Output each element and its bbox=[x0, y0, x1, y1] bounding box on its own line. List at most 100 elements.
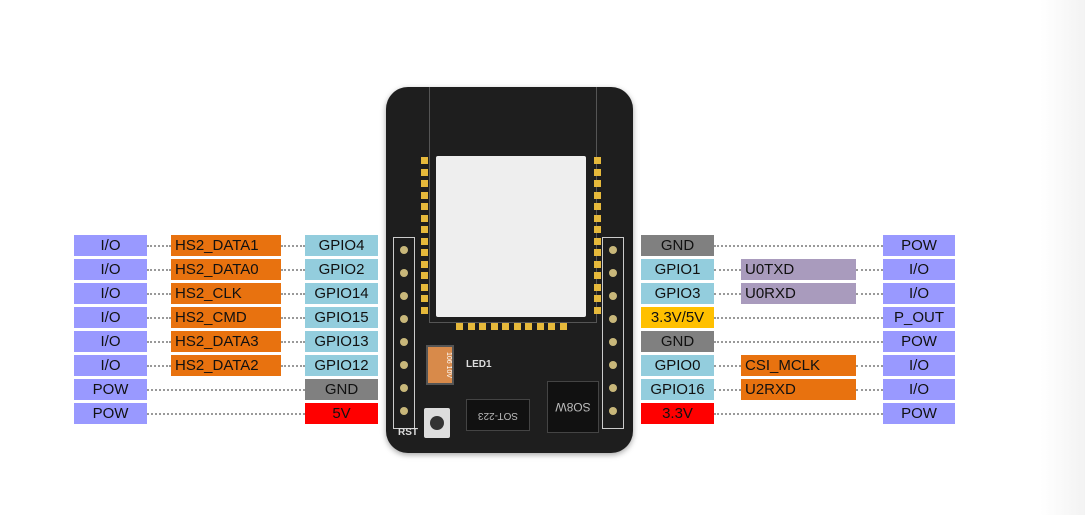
solder-pad bbox=[513, 323, 521, 330]
solder-pad bbox=[594, 237, 601, 245]
solder-pad bbox=[490, 323, 498, 330]
header-pin bbox=[400, 269, 408, 277]
solder-pad bbox=[421, 249, 428, 256]
solder-pad bbox=[421, 168, 428, 176]
function-label: HS2_DATA2 bbox=[171, 355, 281, 376]
connector-line bbox=[714, 269, 741, 271]
reset-button[interactable] bbox=[424, 408, 450, 438]
connector-line bbox=[714, 413, 883, 415]
solder-pad bbox=[421, 191, 428, 199]
capacitor: 106 10V bbox=[426, 345, 454, 385]
solder-pad bbox=[594, 168, 601, 176]
pin-name-label: GPIO4 bbox=[305, 235, 378, 256]
solder-pad bbox=[421, 295, 428, 302]
connector-line bbox=[147, 293, 171, 295]
header-pin bbox=[400, 338, 408, 346]
flash-chip: SO8W bbox=[547, 381, 599, 433]
pin-name-label: GND bbox=[305, 379, 378, 400]
pin-name-label: GPIO0 bbox=[641, 355, 714, 376]
solder-pad bbox=[421, 226, 428, 233]
header-pin bbox=[609, 315, 617, 323]
connector-line bbox=[281, 341, 305, 343]
rst-label: RST bbox=[398, 427, 418, 438]
pin-name-label: GPIO16 bbox=[641, 379, 714, 400]
pin-name-label: GPIO12 bbox=[305, 355, 378, 376]
pin-name-label: GND bbox=[641, 235, 714, 256]
connector-line bbox=[281, 317, 305, 319]
solder-pad bbox=[594, 306, 601, 314]
pin-type-label: POW bbox=[74, 379, 147, 400]
function-label: U0RXD bbox=[741, 283, 856, 304]
solder-pad bbox=[421, 203, 428, 210]
connector-line bbox=[714, 341, 883, 343]
pin-name-label: 3.3V/5V bbox=[641, 307, 714, 328]
solder-pad bbox=[421, 306, 428, 314]
function-label: U2RXD bbox=[741, 379, 856, 400]
module-shield bbox=[436, 156, 586, 317]
solder-pad bbox=[421, 237, 428, 245]
header-pin bbox=[609, 246, 617, 254]
pin-type-label: I/O bbox=[883, 355, 955, 376]
header-pin bbox=[609, 269, 617, 277]
solder-pad bbox=[421, 180, 428, 187]
connector-line bbox=[147, 389, 305, 391]
function-label: HS2_DATA1 bbox=[171, 235, 281, 256]
regulator-chip: SOT-223 bbox=[466, 399, 530, 431]
pin-name-label: GPIO3 bbox=[641, 283, 714, 304]
background-edge bbox=[1040, 0, 1085, 515]
connector-line bbox=[147, 341, 171, 343]
connector-line bbox=[281, 293, 305, 295]
solder-pad bbox=[421, 272, 428, 279]
header-pin bbox=[609, 292, 617, 300]
pin-type-label: I/O bbox=[883, 259, 955, 280]
solder-pad bbox=[548, 323, 555, 330]
connector-line bbox=[714, 245, 883, 247]
connector-line bbox=[147, 269, 171, 271]
connector-line bbox=[856, 269, 883, 271]
pin-name-label: GPIO2 bbox=[305, 259, 378, 280]
function-label: CSI_MCLK bbox=[741, 355, 856, 376]
solder-pad bbox=[594, 214, 601, 222]
pin-name-label: GPIO15 bbox=[305, 307, 378, 328]
pin-type-label: POW bbox=[883, 403, 955, 424]
pin-type-label: POW bbox=[74, 403, 147, 424]
header-pin bbox=[400, 292, 408, 300]
function-label: HS2_CMD bbox=[171, 307, 281, 328]
pin-type-label: I/O bbox=[74, 283, 147, 304]
function-label: U0TXD bbox=[741, 259, 856, 280]
header-pin bbox=[400, 407, 408, 415]
connector-line bbox=[714, 389, 741, 391]
header-pin bbox=[609, 407, 617, 415]
solder-pad bbox=[594, 272, 601, 279]
header-pin bbox=[609, 338, 617, 346]
function-label: HS2_DATA3 bbox=[171, 331, 281, 352]
pin-type-label: I/O bbox=[74, 235, 147, 256]
connector-line bbox=[147, 245, 171, 247]
header-pin bbox=[609, 361, 617, 369]
pin-name-label: 3.3V bbox=[641, 403, 714, 424]
pin-name-label: GPIO13 bbox=[305, 331, 378, 352]
esp32-cam-board: 106 10V LED1 SOT-223 SO8W RST bbox=[386, 87, 633, 453]
header-pin bbox=[609, 384, 617, 392]
header-pin bbox=[400, 315, 408, 323]
solder-pad bbox=[594, 191, 601, 199]
connector-line bbox=[714, 293, 741, 295]
solder-pad bbox=[502, 323, 509, 330]
solder-pad bbox=[559, 323, 567, 330]
connector-line bbox=[147, 365, 171, 367]
solder-pad bbox=[421, 283, 428, 291]
connector-line bbox=[147, 317, 171, 319]
solder-pad bbox=[594, 180, 601, 187]
pin-type-label: POW bbox=[883, 331, 955, 352]
solder-pad bbox=[456, 323, 463, 330]
pin-type-label: I/O bbox=[74, 355, 147, 376]
solder-pad bbox=[421, 157, 428, 164]
pin-type-label: POW bbox=[883, 235, 955, 256]
solder-pad bbox=[594, 249, 601, 256]
pin-name-label: GPIO1 bbox=[641, 259, 714, 280]
left-pin-header bbox=[393, 237, 415, 429]
connector-line bbox=[281, 269, 305, 271]
solder-pad bbox=[594, 157, 601, 164]
solder-pad bbox=[525, 323, 532, 330]
connector-line bbox=[281, 245, 305, 247]
